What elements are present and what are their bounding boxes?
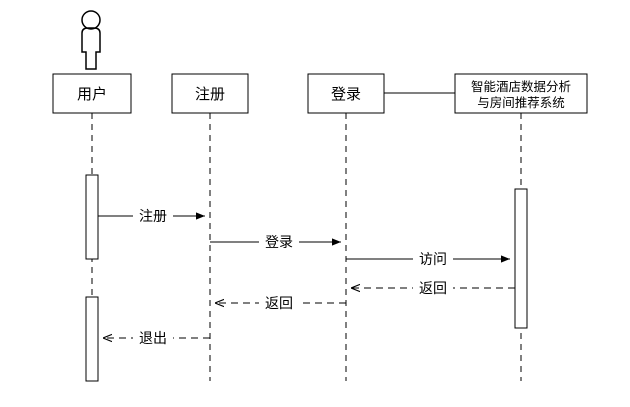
activation-user-1: [85, 174, 99, 260]
message-register-label: 注册: [139, 209, 167, 225]
participant-login-label: 登录: [331, 85, 361, 103]
message-access-label: 访问: [419, 252, 447, 268]
participant-login: 登录: [307, 73, 385, 114]
participant-register: 注册: [171, 73, 249, 114]
participant-system-label-line2: 与房间推荐系统: [477, 95, 565, 110]
participant-system: 智能酒店数据分析 与房间推荐系统: [454, 73, 588, 114]
message-logout-label: 退出: [139, 331, 167, 347]
participant-user-label: 用户: [77, 85, 107, 103]
message-login: 登录: [210, 233, 341, 251]
message-login-label: 登录: [265, 235, 293, 251]
participant-user: 用户: [52, 73, 132, 114]
message-logout: 退出: [103, 329, 210, 347]
message-return-system: 返回: [351, 279, 515, 297]
message-register: 注册: [98, 207, 205, 225]
activation-system: [514, 188, 528, 329]
user-actor-icon: [81, 10, 101, 70]
message-return-login: 返回: [215, 294, 346, 312]
message-access: 访问: [346, 250, 510, 268]
message-return-system-label: 返回: [419, 281, 447, 297]
message-return-login-label: 返回: [265, 296, 293, 312]
activation-user-2: [85, 296, 99, 382]
participant-register-label: 注册: [195, 85, 225, 103]
participant-system-label-line1: 智能酒店数据分析: [471, 79, 571, 94]
